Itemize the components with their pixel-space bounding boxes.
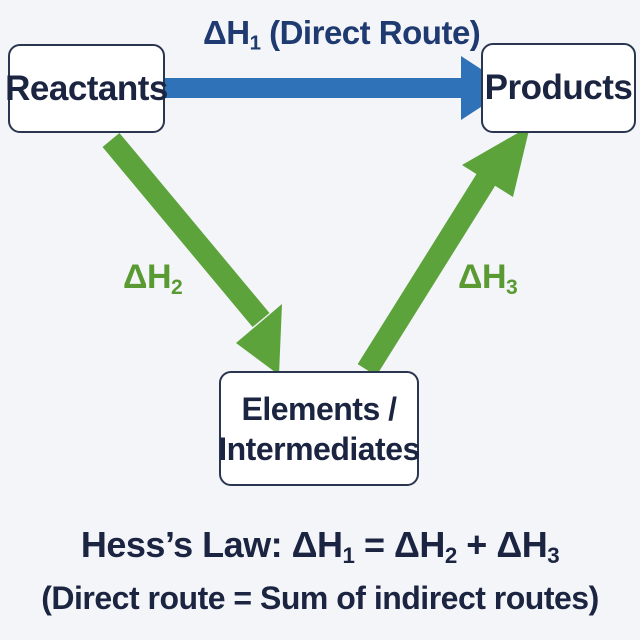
products-label: Products <box>484 68 633 107</box>
law-plus: + <box>456 524 497 565</box>
law-sub1: 1 <box>342 543 355 569</box>
law-term1: ΔH <box>291 524 343 565</box>
direct-route-arrow <box>165 56 510 120</box>
delta-h1-direct-route-label: ΔH1 (Direct Route) <box>203 14 481 55</box>
dh1-suffix: (Direct Route) <box>260 14 481 51</box>
law-term3: ΔH <box>496 524 548 565</box>
reactants-label: Reactants <box>5 68 168 108</box>
elements-intermediates-box: Elements / Intermediates <box>218 371 420 486</box>
dh1-subscript: 1 <box>249 31 261 55</box>
law-prefix: Hess’s Law: <box>80 524 292 565</box>
delta-h3-label: ΔH3 <box>458 258 518 299</box>
dh3-subscript: 3 <box>506 275 518 299</box>
law-sub3: 3 <box>547 543 560 569</box>
delta-h2-label: ΔH2 <box>123 258 183 299</box>
hess-law-equation: Hess’s Law: ΔH1 = ΔH2 + ΔH3 <box>0 524 640 569</box>
hess-law-note: (Direct route = Sum of indirect routes) <box>41 580 599 616</box>
products-box: Products <box>481 43 636 133</box>
dh3-symbol: ΔH <box>458 258 507 296</box>
elements-to-products-arrow <box>357 126 530 376</box>
reactants-box: Reactants <box>5 44 168 133</box>
law-sub2: 2 <box>444 543 457 569</box>
elements-label-line1: Elements / <box>241 390 397 427</box>
dh2-subscript: 2 <box>171 275 183 299</box>
reactants-to-elements-arrow <box>102 132 282 375</box>
elements-label-line2: Intermediates <box>218 430 420 467</box>
dh1-symbol: ΔH <box>203 14 250 51</box>
dh2-symbol: ΔH <box>123 258 172 296</box>
law-term2: ΔH <box>393 524 445 565</box>
law-equals: = <box>354 524 394 565</box>
